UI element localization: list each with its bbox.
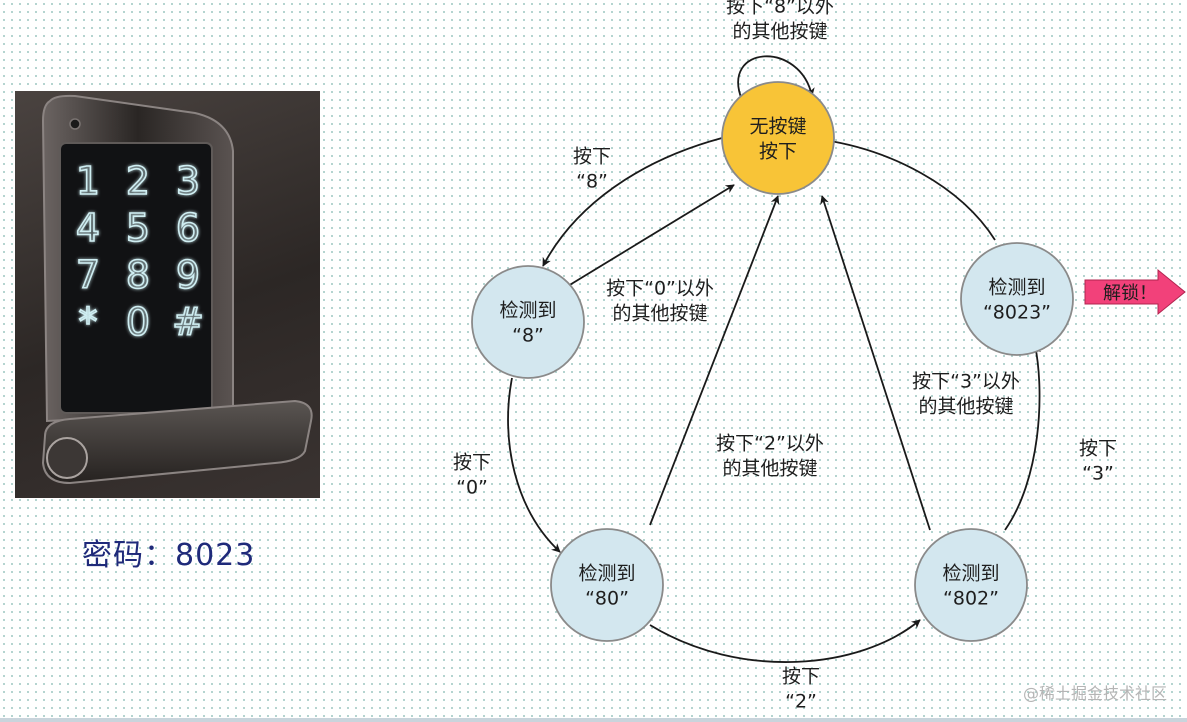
label-s8-to-idle: 按下“0”以外的其他按键 [606,278,714,325]
label-s80-to-idle: 按下“2”以外的其他按键 [716,433,824,480]
transition-s80-to-s802 [649,619,921,663]
keypad-key: 8 [126,253,150,297]
label-s802-to-idle: 按下“3”以外的其他按键 [912,371,1020,418]
unlock-label: 解锁！ [1103,283,1157,304]
transition-idle-to-s8 [542,137,723,267]
state-detected-8023-label: 检测到“8023” [983,277,1051,324]
password-label: 密码：8023 [82,538,256,573]
unlock-arrow: 解锁！ [1084,268,1186,316]
state-detected-8: 检测到“8” [471,265,585,379]
keypad-key: 4 [76,206,100,250]
label-s80-to-s802: 按下“2” [782,666,820,713]
transition-s80-to-idle [649,195,780,526]
bottom-bar [0,718,1187,722]
keypad-key: 1 [76,159,100,203]
state-detected-8-label: 检测到“8” [499,300,556,347]
state-detected-8023: 检测到“8023” [960,242,1074,356]
state-detected-802-label: 检测到“802” [942,563,999,610]
transition-s8-to-s80 [507,377,561,553]
state-detected-802: 检测到“802” [914,528,1028,642]
lock-handle [41,399,313,485]
label-s802-to-s8023: 按下“3” [1079,438,1117,485]
label-idle-self: 按下“8”以外的其他按键 [726,0,834,43]
keypad-key: 2 [126,159,150,203]
keypad-key: 7 [76,253,100,297]
state-idle: 无按键按下 [721,81,835,195]
state-idle-label: 无按键按下 [749,116,806,163]
camera-icon [69,118,81,130]
keypad-key: 6 [176,206,200,250]
transition-s8-to-idle [567,184,735,287]
fingerprint-sensor [46,437,88,479]
keypad-key: 3 [176,159,200,203]
transition-s8023-to-idle [823,136,996,241]
state-detected-80: 检测到“80” [550,528,664,642]
state-detected-80-label: 检测到“80” [578,563,635,610]
transition-idle-self-loop [737,55,815,101]
watermark: @稀土掘金技术社区 [1022,684,1167,703]
label-idle-to-s8: 按下“8” [573,146,611,193]
keypad-key: 5 [126,206,150,250]
transition-s802-to-idle [820,195,931,531]
keypad-key: 9 [176,253,200,297]
keypad-key: * [79,300,98,344]
transition-s802-to-s8023 [1004,344,1041,531]
keypad-key: 0 [126,300,150,344]
label-s8-to-s80: 按下“0” [453,452,491,499]
keypad-key: # [172,300,204,344]
